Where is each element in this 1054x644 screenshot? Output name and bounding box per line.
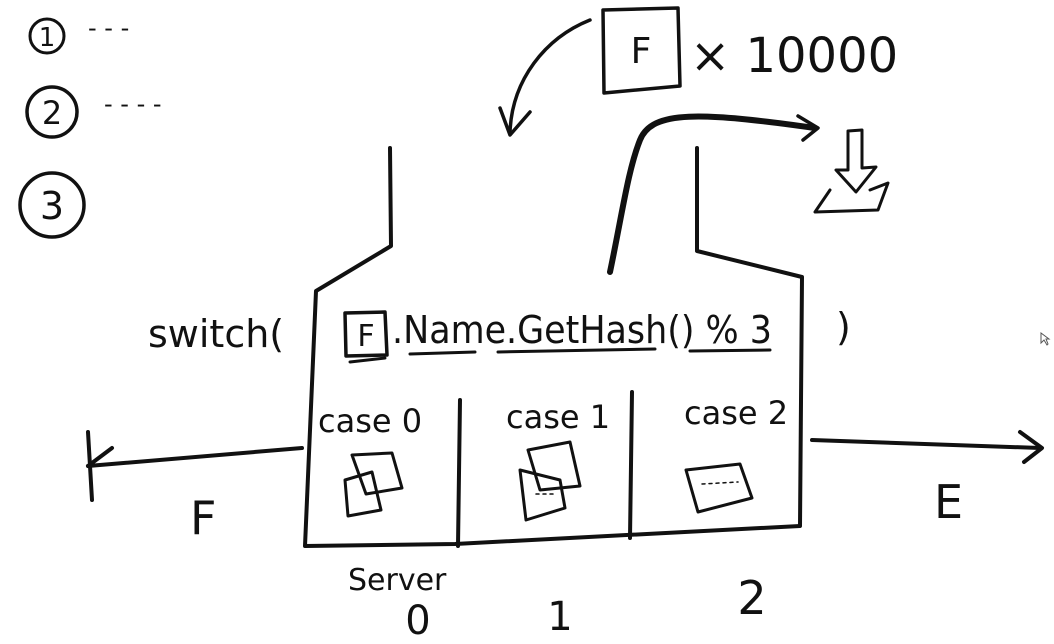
- server-number-2: 2: [737, 571, 766, 625]
- input-arrow-curve: [508, 18, 592, 134]
- right-arrow: E: [810, 430, 1044, 529]
- case-divider-1: [456, 398, 462, 548]
- left-arrow-head: [86, 430, 114, 502]
- left-label: F: [190, 491, 216, 545]
- mouse-cursor-icon: [1040, 332, 1051, 346]
- case-1-files-icon: [518, 440, 582, 522]
- case-label-1: case 1: [506, 398, 610, 436]
- list-circle-2: [25, 85, 79, 139]
- server-number-0: 0: [405, 598, 430, 644]
- list-number-3: 3: [40, 184, 64, 228]
- output-arrow-head: [796, 114, 820, 142]
- right-arrow-line: [810, 438, 1042, 450]
- case-list: case 0 case 1 case 2: [318, 394, 788, 522]
- server-number-1: 1: [547, 594, 572, 640]
- input-arrow-head: [498, 106, 532, 137]
- case-label-0: case 0: [318, 402, 422, 440]
- f-box-switch-letter: F: [357, 319, 374, 354]
- right-label: E: [934, 475, 963, 529]
- left-arrow: F: [86, 430, 304, 545]
- f-multiplier: F × 10000: [601, 6, 898, 95]
- case-label-2: case 2: [684, 394, 788, 432]
- case-divider-2: [628, 390, 634, 540]
- case-0-files-icon: [343, 451, 404, 518]
- right-arrow-head: [1018, 430, 1044, 464]
- f-box-top: [601, 6, 682, 95]
- switch-close: ): [836, 305, 851, 349]
- output-arrow-curve: [607, 113, 818, 275]
- server-label: Server: [348, 563, 447, 598]
- output-arrow: [607, 113, 820, 275]
- left-arrow-line: [86, 446, 304, 468]
- list-text-1: - - -: [88, 14, 129, 42]
- numbered-list: 1 - - - 2 - - - - 3: [18, 14, 162, 239]
- expression-underlines: [348, 347, 772, 364]
- f-box-switch: [343, 310, 389, 358]
- list-circle-3: [18, 171, 86, 239]
- list-text-2: - - - -: [104, 90, 162, 118]
- switch-expression-text: .Name.GetHash() % 3: [392, 308, 772, 352]
- list-number-2: 2: [42, 94, 62, 132]
- switch-container: [303, 146, 804, 548]
- list-circle-1: [28, 17, 66, 55]
- server-labels: Server 0 1 2: [348, 563, 767, 644]
- input-arrow: [498, 18, 592, 137]
- download-icon: [813, 128, 890, 214]
- multiplier-text: × 10000: [690, 28, 898, 84]
- f-box-top-letter: F: [631, 31, 652, 72]
- switch-expression: switch( F .Name.GetHash() % 3 ): [148, 305, 851, 364]
- switch-keyword: switch(: [148, 312, 284, 356]
- list-number-1: 1: [39, 23, 56, 53]
- case-2-file-icon: [684, 462, 754, 514]
